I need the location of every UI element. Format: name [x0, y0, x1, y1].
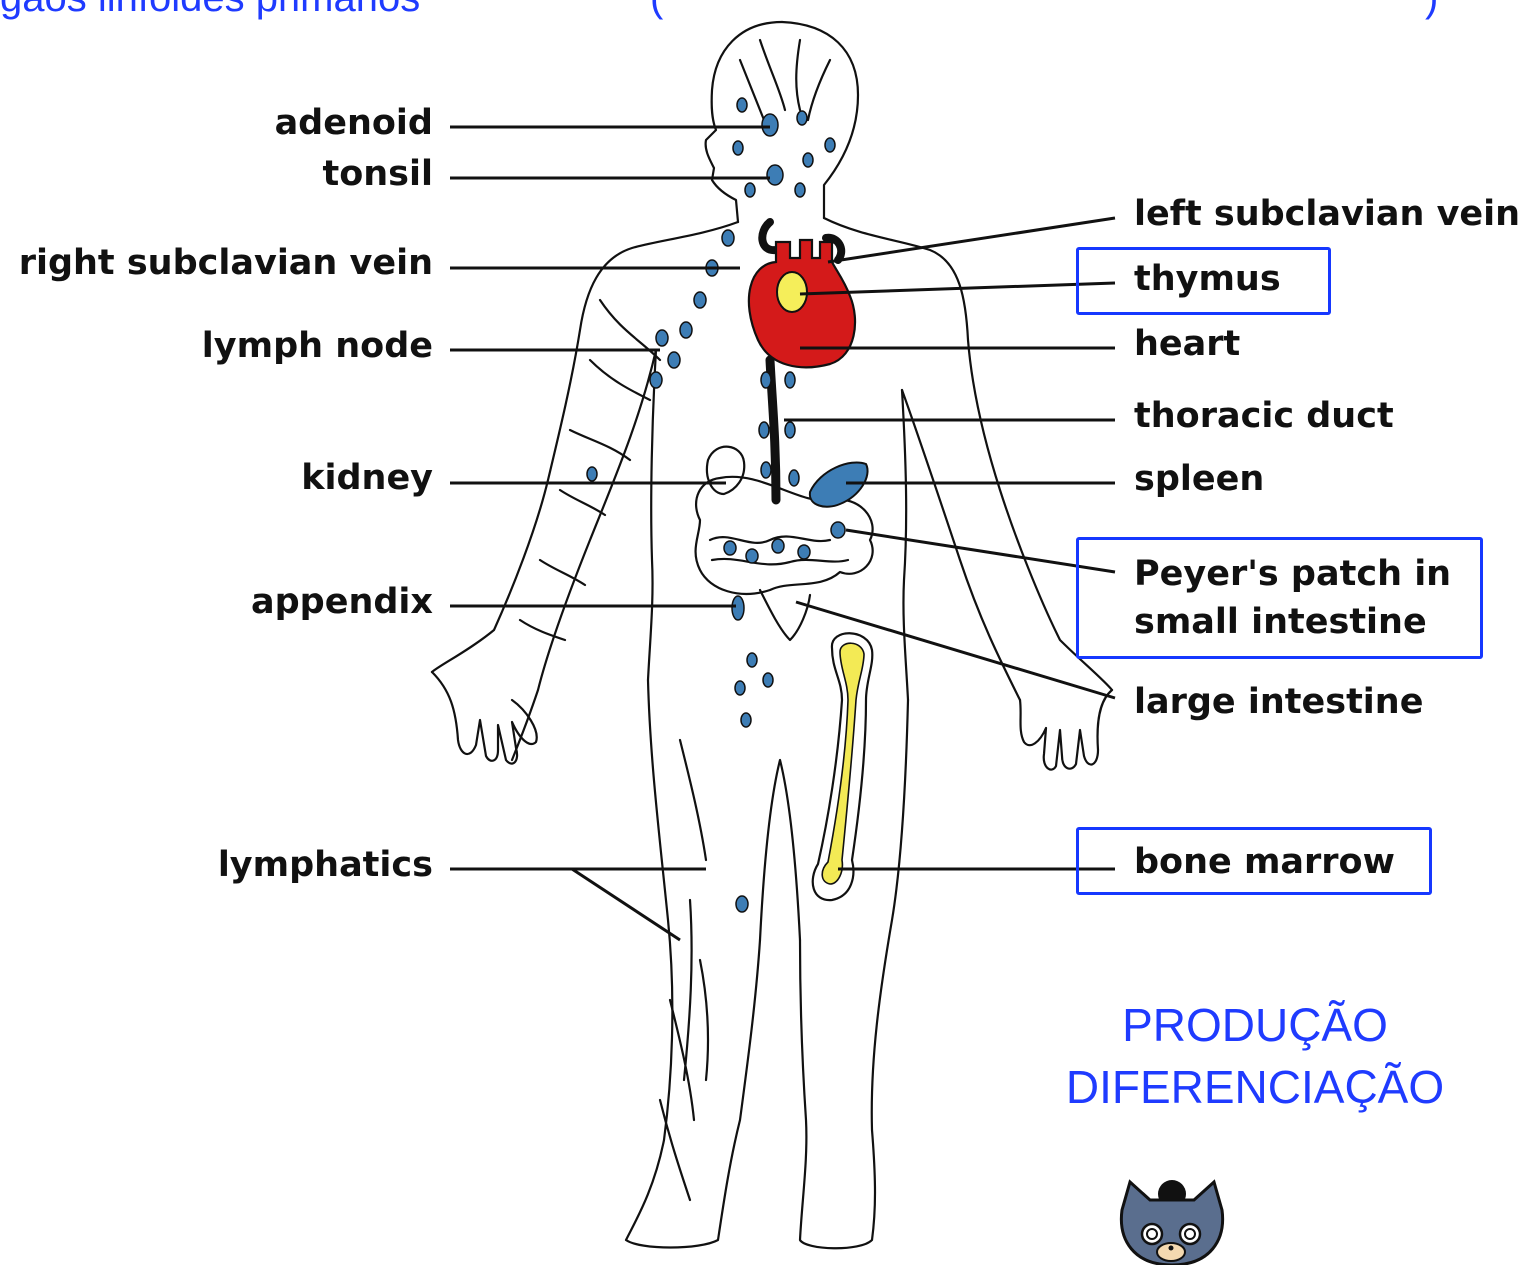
label-tonsil: tonsil: [322, 157, 433, 192]
label-large-intestine: large intestine: [1134, 685, 1423, 720]
label-spleen: spleen: [1134, 462, 1264, 497]
label-kidney: kidney: [301, 461, 433, 496]
thymus-shape: [777, 272, 807, 312]
label-lymph-node: lymph node: [202, 329, 433, 364]
label-adenoid: adenoid: [275, 106, 433, 141]
spleen-shape: [810, 462, 868, 506]
annotation-line2: DIFERENCIAÇÃO: [1030, 1064, 1480, 1110]
highlight-box-bone-marrow: [1076, 827, 1432, 895]
subclavian-vein-right-shape: [762, 222, 776, 250]
label-left-subclavian-vein: left subclavian vein: [1134, 197, 1520, 232]
annotation-line1: PRODUÇÃO: [1030, 1002, 1480, 1048]
label-appendix: appendix: [251, 585, 433, 620]
body-outline: [432, 22, 1112, 1248]
highlight-box-peyers-patch: [1076, 537, 1483, 659]
highlight-box-thymus: [1076, 247, 1331, 315]
label-lymphatics: lymphatics: [218, 848, 433, 883]
femur-bone-shape: [813, 633, 873, 900]
lymph-nodes: [587, 98, 845, 912]
label-heart: heart: [1134, 327, 1240, 362]
label-thoracic-duct: thoracic duct: [1134, 399, 1394, 434]
cartoon-mascot-icon: [1121, 1180, 1222, 1265]
label-right-subclavian-vein: right subclavian vein: [19, 246, 433, 281]
